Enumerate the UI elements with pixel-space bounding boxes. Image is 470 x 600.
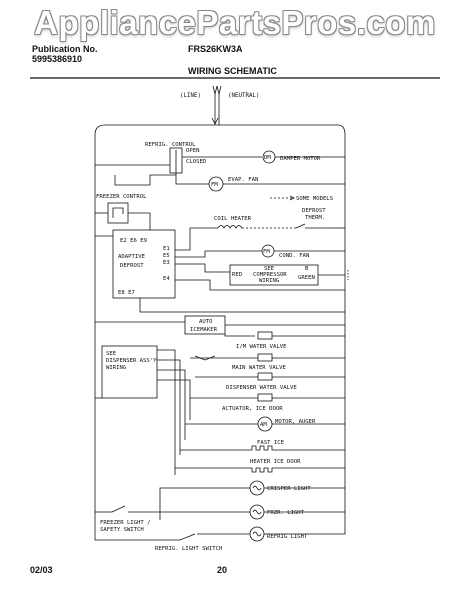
auto-icemaker-label-1: AUTO — [199, 319, 213, 325]
bulb-filament-icon — [252, 509, 262, 515]
e4-neutral-wire — [175, 279, 345, 291]
adaptive-label-1: ADAPTIVE — [118, 254, 146, 260]
terminals-top: E2 E6 E9 — [120, 238, 147, 244]
page-number: 20 — [217, 565, 228, 575]
auto-icemaker-label-2: ICEMAKER — [190, 327, 218, 333]
damper-motor-label: DAMPER MOTOR — [280, 156, 321, 162]
heater-wire — [175, 227, 218, 251]
see-compressor-3: WIRING — [259, 278, 280, 284]
freezer-control-label: FREEZER CONTROL — [96, 194, 147, 200]
damper-motor-symbol: DM — [264, 155, 271, 161]
refrig-light-switch-label: REFRIG. LIGHT SWITCH — [155, 546, 222, 552]
coil-heater-label: COIL HEATER — [214, 216, 252, 222]
refrig-light-switch-icon — [94, 520, 200, 541]
cond-fan-wire — [175, 250, 262, 258]
dispenser-water-valve-icon — [257, 372, 273, 381]
fast-ice-label: FAST ICE — [257, 440, 285, 446]
cond-fan-symbol: FM — [263, 249, 270, 255]
line-label: (LINE) — [180, 93, 201, 99]
fast-ice-heater-icon — [180, 445, 345, 451]
closed-label: CLOSED — [186, 159, 207, 165]
publication-number: 5995386910 — [32, 54, 83, 64]
power-cord-icon — [212, 85, 222, 95]
arrow-icon — [289, 195, 295, 201]
adaptive-label-2: DEFROST — [120, 263, 144, 269]
terminals-bottom: E8 E7 — [118, 290, 135, 296]
freezer-light-switch-icon — [95, 505, 130, 513]
model-number: FRS26KW3A — [188, 44, 243, 54]
actuator-ice-door-label: ACTUATOR, ICE DOOR — [222, 406, 283, 412]
some-models-label: SOME MODELS — [296, 196, 333, 202]
see-dispenser-2: DISPENSER ASS'Y — [106, 358, 157, 364]
compressor-wire — [175, 263, 230, 273]
publication-label: Publication No. — [32, 44, 98, 54]
switch-icon — [112, 207, 124, 218]
im-water-valve-icon — [257, 331, 273, 340]
board-neutral-wire — [139, 298, 345, 313]
auger-motor-symbol: AM — [260, 422, 267, 428]
dispenser-harness-wire-2 — [157, 359, 181, 455]
refrig-light-label: REFRIG LIGHT — [267, 534, 308, 540]
freezer-light-switch-label-1: FREEZER LIGHT / — [100, 520, 151, 526]
neutral-bus — [94, 124, 346, 520]
evap-fan-wire — [175, 175, 209, 185]
diode-icon — [194, 355, 216, 361]
defrost-therm-icon — [295, 223, 330, 229]
freezer-light-switch-label-2: SAFETY SWITCH — [100, 527, 144, 533]
open-label: OPEN — [186, 148, 199, 154]
defrost-therm-label-2: THERM. — [305, 215, 325, 221]
dispenser-water-valve-label: DISPENSER WATER VALVE — [226, 385, 297, 391]
watermark: AppliancePartsPros.com — [34, 4, 436, 41]
green-label: GREEN — [298, 275, 315, 281]
motor-auger-label: MOTOR, AUGER — [275, 419, 316, 425]
bulb-filament-icon — [252, 485, 262, 491]
terminal-e1: E1 — [163, 246, 170, 252]
main-water-valve-icon — [257, 353, 273, 362]
freezer-control-icon — [107, 202, 129, 224]
see-compressor-2: COMPRESSOR — [253, 272, 287, 278]
terminal-e4: E4 — [163, 276, 170, 282]
arrow-icon — [211, 117, 219, 125]
actuator-ice-door-icon — [257, 393, 273, 402]
evap-fan-label: EVAP. FAN — [228, 177, 258, 183]
refrig-control-label: REFRIG. CONTROL — [145, 142, 196, 148]
see-compressor-1: SEE — [264, 266, 275, 272]
footer-date: 02/03 — [30, 565, 53, 575]
terminal-e5: E5 — [163, 253, 170, 259]
neutral-label: (NEUTRAL) — [228, 93, 259, 99]
dispenser-harness-wire-3 — [157, 369, 186, 440]
dispenser-wiring-box — [101, 345, 158, 399]
see-dispenser-3: WIRING — [106, 365, 127, 371]
see-dispenser-1: SEE — [106, 351, 117, 357]
control-wire — [114, 150, 177, 186]
defrost-therm-label-1: DEFROST — [302, 208, 326, 214]
heater-coil-icon — [217, 225, 243, 229]
heater-ice-door-label: HEATER ICE DOOR — [250, 459, 301, 465]
b-label: B — [305, 266, 309, 272]
freezer-control-wire — [128, 212, 151, 230]
heater-ice-door-icon — [175, 467, 345, 473]
red-label: RED — [232, 272, 243, 278]
im-water-valve-label: I/M WATER VALVE — [236, 344, 287, 350]
crisper-light-label: CRISPER LIGHT — [267, 486, 311, 492]
frzr-light-label: FRZR. LIGHT — [267, 510, 305, 516]
refrig-neutral-wire — [264, 520, 346, 535]
cond-fan-label: COND. FAN — [279, 253, 309, 259]
page-title: WIRING SCHEMATIC — [188, 66, 277, 76]
evap-fan-symbol: FM — [211, 182, 218, 188]
dispenser-harness-wire-4 — [157, 379, 191, 420]
dispenser-harness-wire-1 — [157, 349, 176, 475]
main-water-valve-label: MAIN WATER VALVE — [232, 365, 287, 371]
im-valve-wire — [224, 334, 255, 337]
terminal-e3: E3 — [163, 260, 170, 266]
bulb-filament-icon — [252, 531, 262, 537]
crisper-light-wire — [159, 487, 250, 520]
